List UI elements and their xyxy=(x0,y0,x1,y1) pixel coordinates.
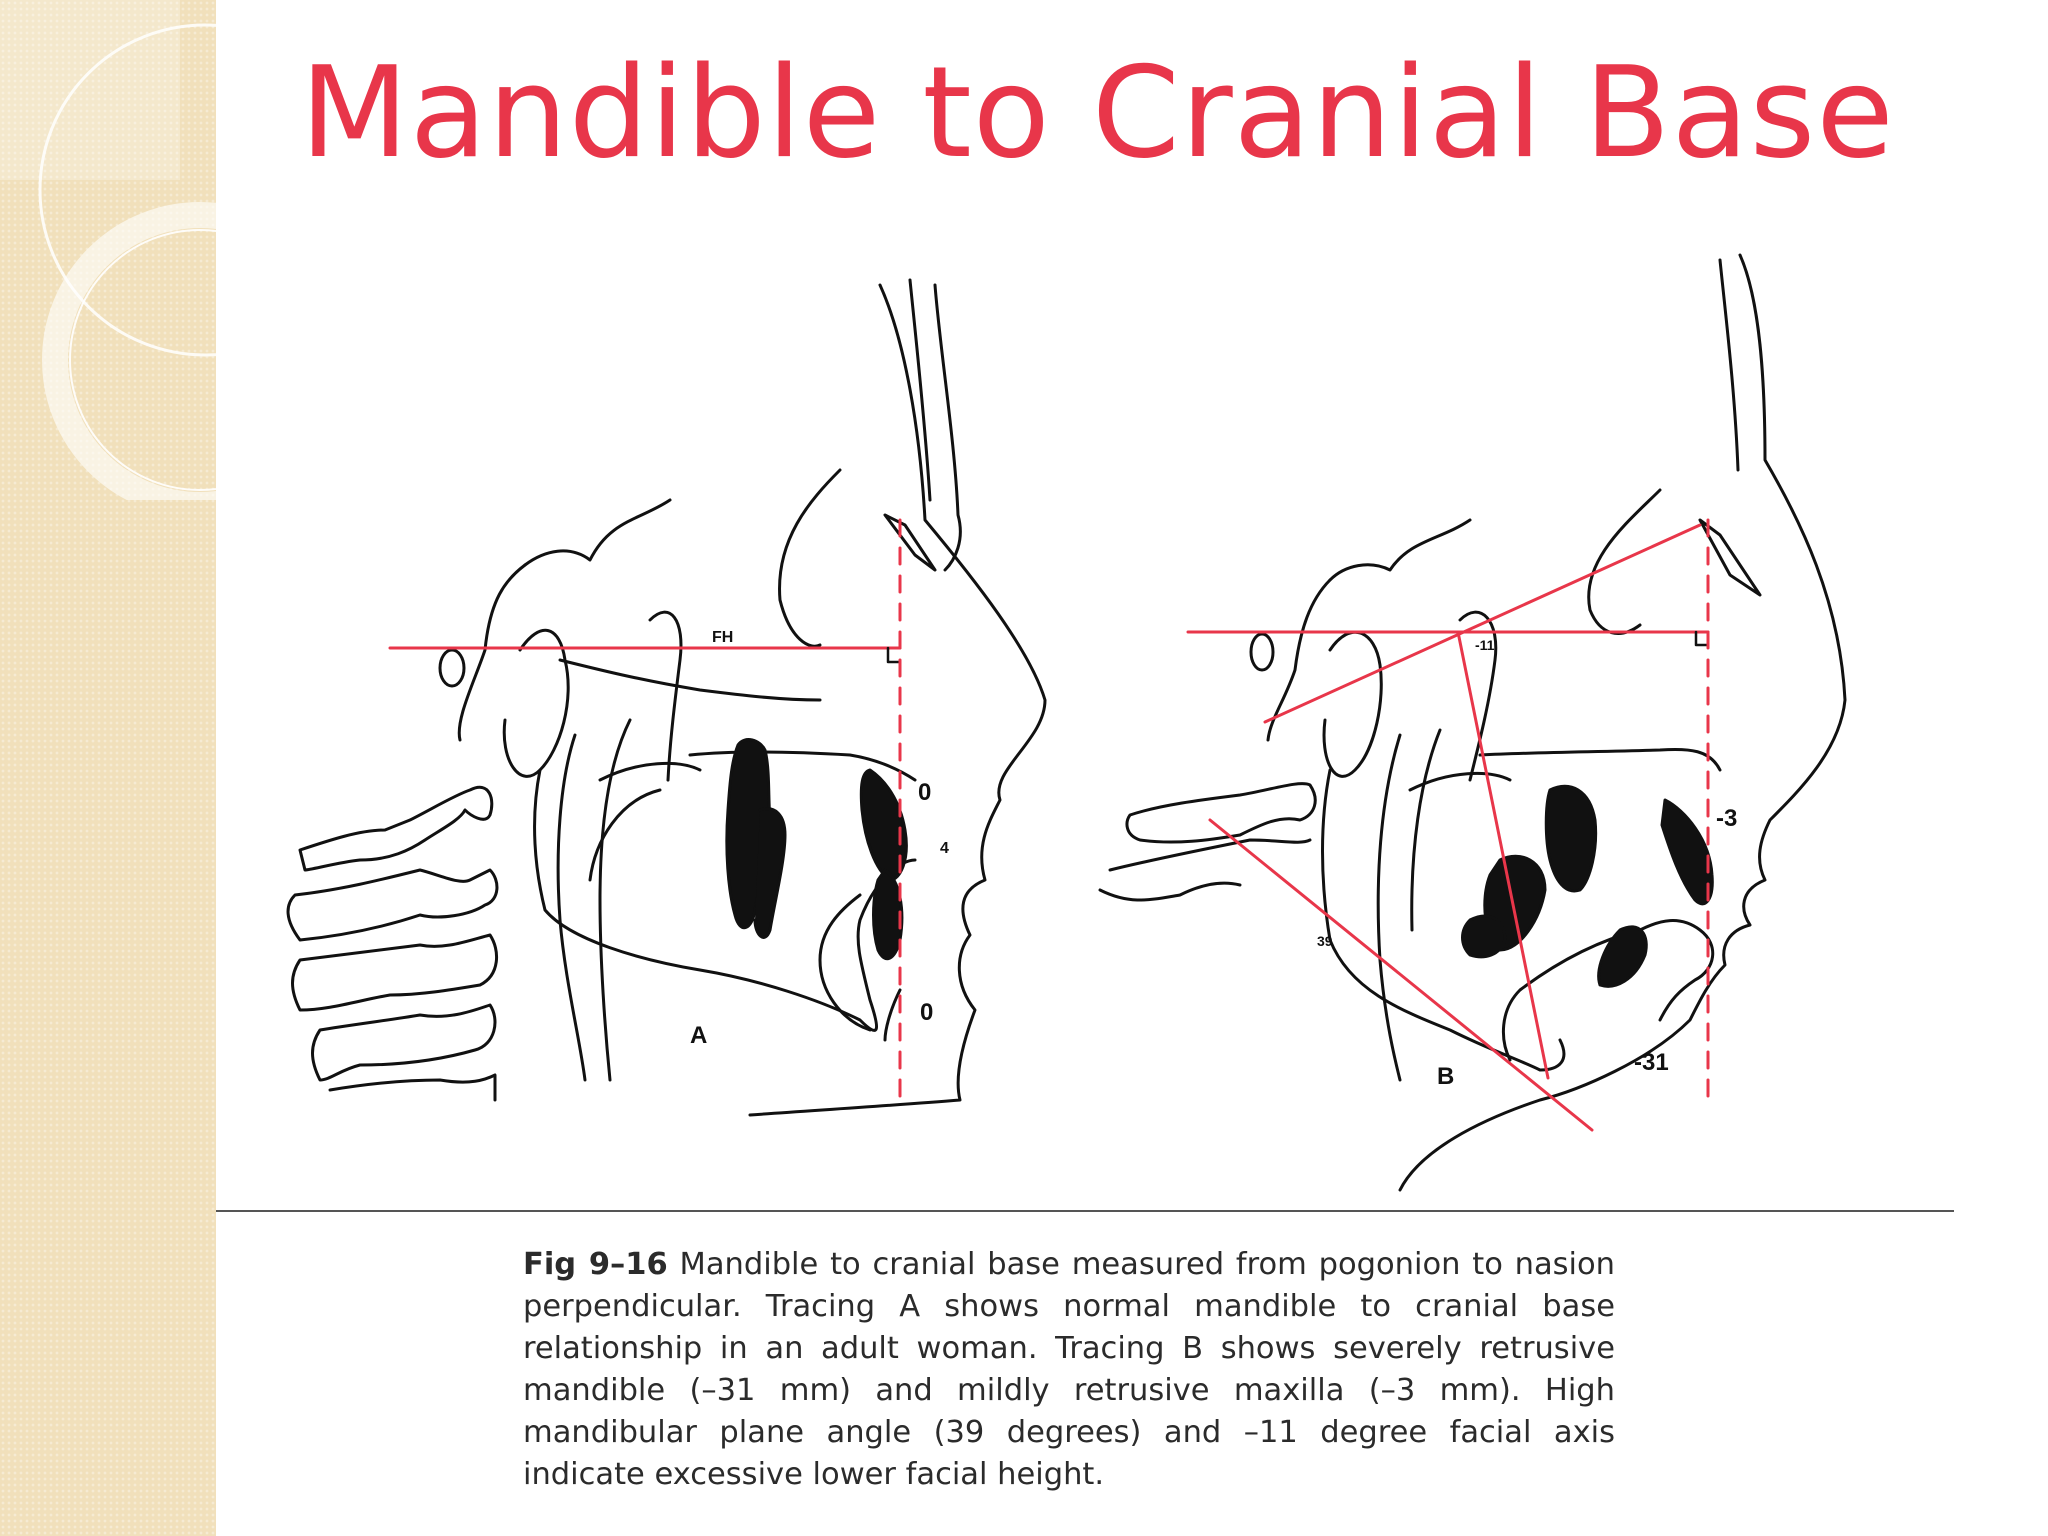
tracing-a-lower-value: 0 xyxy=(920,999,933,1026)
tracing-a-label: A xyxy=(690,1022,707,1049)
caption-divider xyxy=(216,1210,1954,1212)
tracing-a-mid-value: 4 xyxy=(940,840,949,857)
slide-title: Mandible to Cranial Base xyxy=(300,39,1895,186)
decorative-rings xyxy=(0,0,216,500)
tracing-a-upper-value: 0 xyxy=(918,779,931,806)
mandible-value: -31 xyxy=(1634,1049,1669,1076)
facial-axis-value: -11 xyxy=(1475,637,1495,653)
figure-number: Fig 9–16 xyxy=(523,1247,668,1282)
cephalometric-figure: FH A 0 4 0 xyxy=(286,253,1847,1192)
fh-label: FH xyxy=(712,629,733,646)
tracing-a: FH A 0 4 0 xyxy=(286,278,1047,1117)
tracing-b-label: B xyxy=(1437,1063,1454,1090)
tracing-b: -11 -3 -31 39 B xyxy=(1098,253,1847,1192)
mandibular-plane-angle-value: 39 xyxy=(1317,933,1333,949)
caption-text: Mandible to cranial base measured from p… xyxy=(523,1247,1616,1492)
maxilla-value: -3 xyxy=(1716,805,1737,832)
figure-caption: Fig 9–16 Mandible to cranial base measur… xyxy=(523,1244,1615,1496)
